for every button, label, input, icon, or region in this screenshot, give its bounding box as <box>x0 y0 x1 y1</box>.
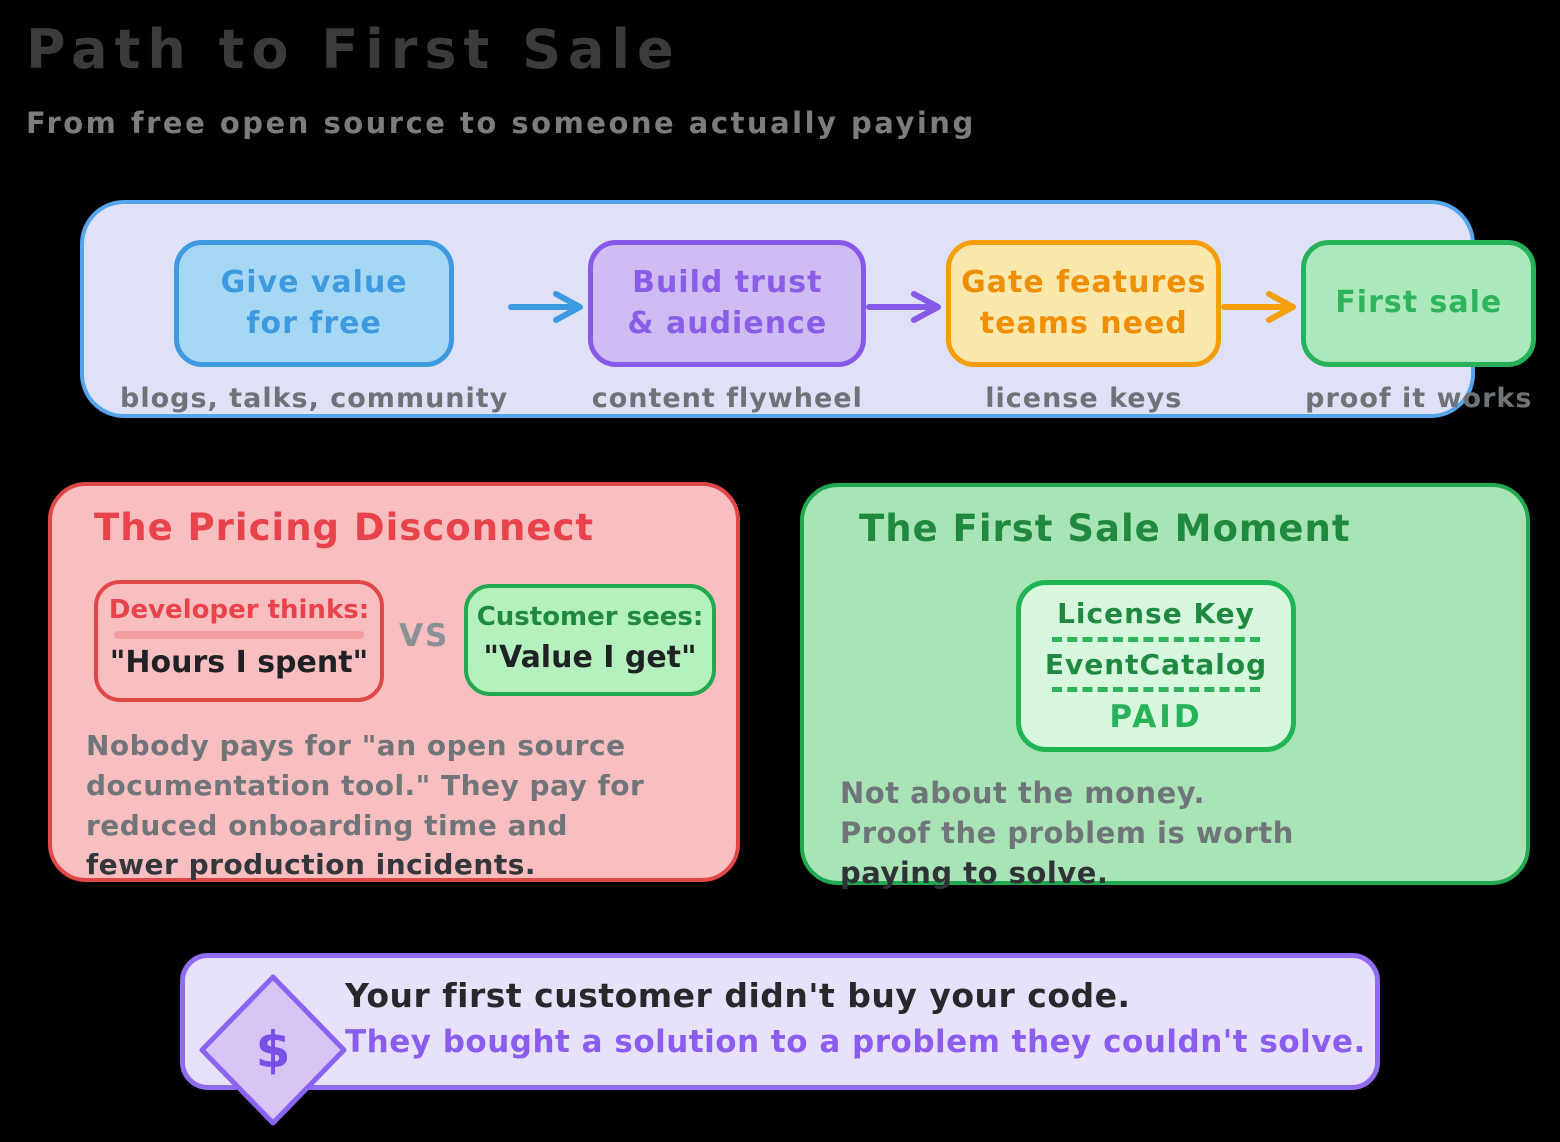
flow-step-box: Build trust & audience <box>588 240 867 367</box>
dashed-divider <box>1052 636 1260 642</box>
first-sale-moment-card: The First Sale Moment License Key EventC… <box>800 483 1530 890</box>
license-key-label: License Key <box>1057 597 1255 631</box>
flow-step-give-value: Give value for free blogs, talks, commun… <box>120 240 508 414</box>
developer-thinks-heading: Developer thinks: <box>108 595 370 625</box>
flow-step-box: Give value for free <box>174 240 455 367</box>
pricing-card-title: The Pricing Disconnect <box>94 506 595 549</box>
flow-step-caption: license keys <box>985 383 1183 414</box>
customer-sees-heading: Customer sees: <box>476 602 704 632</box>
flow-step-gate-features: Gate features teams need license keys <box>946 240 1222 414</box>
vs-label: VS <box>399 618 450 654</box>
flow-step-first-sale: First sale proof it works <box>1301 240 1537 414</box>
takeaway-banner: $ Your first customer didn't buy your co… <box>180 953 1380 1126</box>
pricing-card-body: Nobody pays for "an open source document… <box>86 726 701 885</box>
pricing-body-bold: fewer production incidents. <box>86 848 537 882</box>
dollar-diamond-icon: $ <box>199 974 347 1126</box>
paid-status-label: PAID <box>1109 698 1203 735</box>
flow-step-build-trust: Build trust & audience content flywheel <box>588 240 867 414</box>
flow-step-box: Gate features teams need <box>946 240 1222 367</box>
sale-card-body: Not about the money. Proof the problem i… <box>840 773 1480 893</box>
developer-quote: "Hours I spent" <box>109 645 369 680</box>
banner-headline: Your first customer didn't buy your code… <box>345 976 1131 1015</box>
arrow-right-icon <box>866 291 942 323</box>
sale-body-line: Not about the money. <box>840 776 1205 810</box>
customer-quote: "Value I get" <box>483 640 697 675</box>
flow-container: Give value for free blogs, talks, commun… <box>80 200 1537 418</box>
page-subtitle: From free open source to someone actuall… <box>26 106 976 140</box>
flow-step-caption: content flywheel <box>591 383 863 414</box>
flow-step-caption: proof it works <box>1305 383 1533 414</box>
pricing-disconnect-card: The Pricing Disconnect Developer thinks:… <box>48 482 740 882</box>
flow-step-box: First sale <box>1301 240 1537 367</box>
banner-text: Your first customer didn't buy your code… <box>345 976 1366 1060</box>
sale-card-title: The First Sale Moment <box>859 507 1351 550</box>
dollar-sign-icon: $ <box>256 1021 291 1079</box>
developer-thinks-box: Developer thinks: "Hours I spent" <box>94 580 384 702</box>
banner-subline: They bought a solution to a problem they… <box>345 1024 1366 1060</box>
page-title: Path to First Sale <box>26 18 681 81</box>
dashed-divider <box>1052 687 1260 693</box>
divider <box>114 631 364 639</box>
sale-body-line: Proof the problem is worth <box>840 816 1294 851</box>
arrow-right-icon <box>1221 291 1297 323</box>
arrow-right-icon <box>508 291 584 323</box>
pricing-body-gray: Nobody pays for "an open source document… <box>86 729 645 842</box>
eventcatalog-label: EventCatalog <box>1044 647 1268 681</box>
license-key-box: License Key EventCatalog PAID <box>1016 580 1296 752</box>
sale-body-line: paying to solve. <box>840 856 1109 891</box>
flow-step-caption: blogs, talks, community <box>120 383 509 414</box>
customer-sees-box: Customer sees: "Value I get" <box>464 584 716 696</box>
